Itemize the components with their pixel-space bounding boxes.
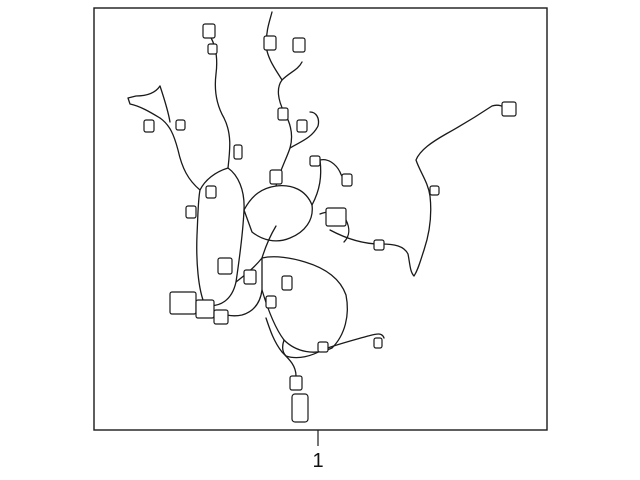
connector-mid-right xyxy=(341,173,353,187)
connector-upper-left-2 xyxy=(175,119,186,131)
connector-mid-right-2 xyxy=(309,155,321,167)
harness-branch-far-right xyxy=(319,101,517,277)
connector-mid-upper-2 xyxy=(296,119,308,133)
callout-label: 1 xyxy=(312,450,323,472)
harness-branch-mid-right xyxy=(269,155,353,206)
connector-upper-left xyxy=(143,119,155,133)
connector-right-block-2 xyxy=(373,239,385,251)
connector-far-right xyxy=(501,101,517,117)
connector-bottom-lead xyxy=(289,375,303,391)
connector-far-right-2 xyxy=(429,185,440,196)
connector-lower-left-3 xyxy=(213,309,229,325)
harness-branch-top-center xyxy=(202,23,243,169)
harness-branch-lower-left xyxy=(169,185,257,325)
connector-center xyxy=(269,169,283,185)
connector-right-block xyxy=(325,207,347,227)
connector-mid-upper xyxy=(277,107,289,121)
connector-top-right xyxy=(263,35,277,51)
harness-branch-upper-left xyxy=(127,85,201,191)
harness-branch-bottom xyxy=(265,275,385,423)
connector-left-center xyxy=(217,257,233,275)
wiring-harness-icon[interactable] xyxy=(127,11,517,423)
connector-lower-left-box xyxy=(169,291,197,315)
connector-center-low-2 xyxy=(265,295,277,309)
connector-top-center-3 xyxy=(233,144,243,160)
connector-bottom-mid xyxy=(317,341,329,353)
connector-center-low xyxy=(281,275,293,291)
connector-top-right-2 xyxy=(292,37,306,53)
connector-left-center-2 xyxy=(243,269,257,285)
connector-bottom-right xyxy=(373,337,383,349)
connector-left-mid xyxy=(185,205,197,219)
connector-top-center xyxy=(202,23,216,39)
connector-bottom-plug xyxy=(291,393,309,423)
harness-branch-top-right xyxy=(263,11,320,187)
connector-left-mid-2 xyxy=(205,185,217,199)
diagram-frame xyxy=(93,7,548,431)
connector-lower-left-box-2 xyxy=(195,299,215,319)
connector-top-center-2 xyxy=(207,43,218,55)
